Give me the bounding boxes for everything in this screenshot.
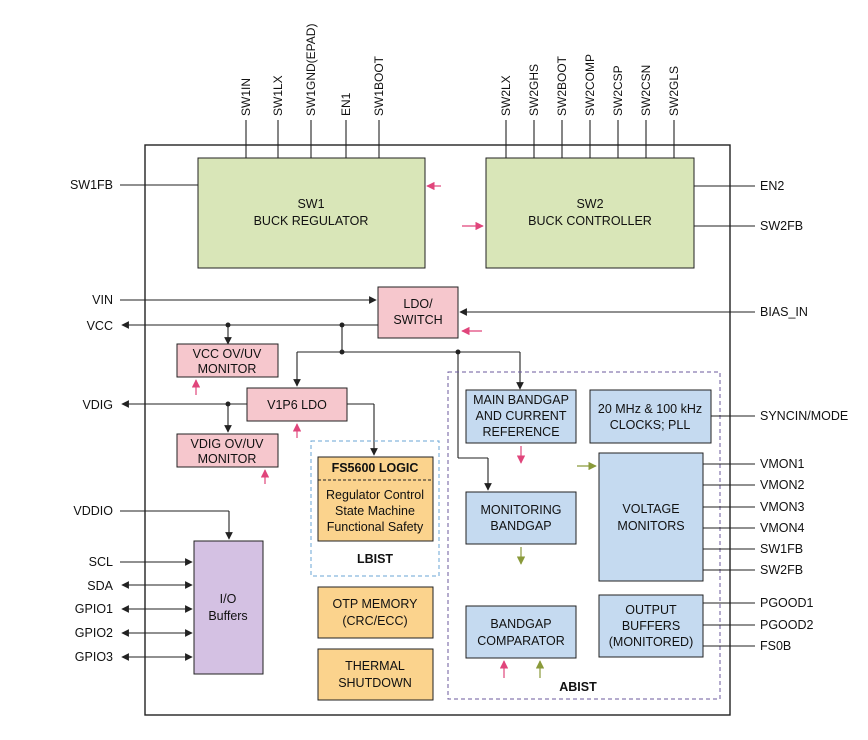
vcc-monitor-line1: VCC OV/UV [193, 347, 262, 361]
pin-sw2comp: SW2COMP [583, 54, 597, 116]
pin-sw1boot: SW1BOOT [372, 55, 386, 116]
pin-sw2ghs: SW2GHS [527, 64, 541, 116]
pin-syncin-mode: SYNCIN/MODE [760, 409, 848, 423]
pin-sw2fb-top: SW2FB [760, 219, 803, 233]
thermal-line2: SHUTDOWN [338, 676, 412, 690]
vdig-ov-uv-monitor: VDIG OV/UV MONITOR [176, 433, 279, 468]
output-buffers: OUTPUT BUFFERS (MONITORED) [598, 594, 704, 658]
main-bandgap-line1: MAIN BANDGAP [473, 393, 569, 407]
thermal-shutdown: THERMAL SHUTDOWN [317, 648, 434, 701]
output-buffers-line1: OUTPUT [625, 603, 677, 617]
pin-sw2fb-bottom: SW2FB [760, 563, 803, 577]
io-line1: I/O [220, 592, 237, 606]
v1p6-ldo: V1P6 LDO [246, 387, 348, 422]
sw1-title: SW1 [297, 197, 324, 211]
sw2-title: SW2 [576, 197, 603, 211]
vdig-monitor-line1: VDIG OV/UV [191, 437, 265, 451]
pin-vmon3: VMON3 [760, 500, 805, 514]
chip-outline [144, 144, 731, 716]
clocks-line1: 20 MHz & 100 kHz [598, 402, 702, 416]
vcc-ov-uv-monitor: VCC OV/UV MONITOR [176, 343, 279, 378]
logic-line1: Regulator Control [326, 488, 424, 502]
io-line2: Buffers [208, 609, 247, 623]
clocks-pll: 20 MHz & 100 kHz CLOCKS; PLL [589, 389, 712, 444]
ldo-switch: LDO/ SWITCH [377, 286, 459, 339]
sw1-subtitle: BUCK REGULATOR [254, 214, 369, 228]
otp-line1: OTP MEMORY [333, 597, 419, 611]
pin-vin: VIN [92, 293, 113, 307]
vdig-monitor-line2: MONITOR [198, 452, 257, 466]
abist-boundary [447, 371, 721, 700]
pin-fs0b: FS0B [760, 639, 791, 653]
main-bandgap-line2: AND CURRENT [476, 409, 567, 423]
pin-gpio3: GPIO3 [75, 650, 113, 664]
pin-vmon4: VMON4 [760, 521, 805, 535]
pin-sw1gnd: SW1GND(EPAD) [304, 24, 318, 116]
monitoring-bandgap-line2: BANDGAP [490, 519, 551, 533]
pin-en2: EN2 [760, 179, 784, 193]
pin-sda: SDA [87, 579, 113, 593]
output-buffers-line2: BUFFERS [622, 619, 680, 633]
pin-sw2csp: SW2CSP [611, 65, 625, 116]
sw1-top-pins: SW1IN SW1LX SW1GND(EPAD) EN1 SW1BOOT [239, 24, 386, 158]
otp-line2: (CRC/ECC) [342, 614, 407, 628]
pin-vmon1: VMON1 [760, 457, 805, 471]
lbist-label: LBIST [357, 552, 393, 566]
main-bandgap-line3: REFERENCE [482, 425, 559, 439]
pin-sw2lx: SW2LX [499, 75, 513, 116]
sw1-buck-regulator: SW1 BUCK REGULATOR [197, 157, 426, 269]
thermal-line1: THERMAL [345, 659, 405, 673]
voltage-monitors-line2: MONITORS [617, 519, 684, 533]
vcc-monitor-line2: MONITOR [198, 362, 257, 376]
pin-sw1fb-right: SW1FB [760, 542, 803, 556]
pin-bias-in: BIAS_IN [760, 305, 808, 319]
pin-sw2csn: SW2CSN [639, 65, 653, 116]
monitoring-bandgap: MONITORING BANDGAP [465, 491, 577, 545]
pin-gpio1: GPIO1 [75, 602, 113, 616]
pin-pgood2: PGOOD2 [760, 618, 814, 632]
sw2-subtitle: BUCK CONTROLLER [528, 214, 652, 228]
logic-line3: Functional Safety [327, 520, 424, 534]
logic-line2: State Machine [335, 504, 415, 518]
sw2-buck-controller: SW2 BUCK CONTROLLER [485, 157, 695, 269]
logic-title: FS5600 LOGIC [332, 461, 419, 475]
ldo-switch-line2: SWITCH [393, 313, 442, 327]
abist-label: ABIST [559, 680, 597, 694]
pin-vddio: VDDIO [73, 504, 113, 518]
pin-vmon2: VMON2 [760, 478, 805, 492]
pin-sw2boot: SW2BOOT [555, 55, 569, 116]
clocks-line2: CLOCKS; PLL [610, 418, 691, 432]
ldo-switch-line1: LDO/ [403, 297, 433, 311]
v1p6-ldo-label: V1P6 LDO [267, 398, 327, 412]
sw2-top-pins: SW2LX SW2GHS SW2BOOT SW2COMP SW2CSP SW2C… [499, 54, 681, 158]
main-bandgap: MAIN BANDGAP AND CURRENT REFERENCE [465, 389, 577, 444]
pin-sw1fb-left: SW1FB [70, 178, 113, 192]
pin-sw2gls: SW2GLS [667, 66, 681, 116]
pin-en1: EN1 [339, 92, 353, 116]
output-buffers-line3: (MONITORED) [609, 635, 694, 649]
pin-vcc: VCC [87, 319, 113, 333]
pin-pgood1: PGOOD1 [760, 596, 814, 610]
bandgap-comparator: BANDGAP COMPARATOR [465, 605, 577, 659]
pin-gpio2: GPIO2 [75, 626, 113, 640]
otp-memory: OTP MEMORY (CRC/ECC) [317, 586, 434, 639]
pin-sw1lx: SW1LX [271, 75, 285, 116]
voltage-monitors-line1: VOLTAGE [622, 502, 679, 516]
pin-scl: SCL [89, 555, 113, 569]
monitoring-bandgap-line1: MONITORING [480, 503, 561, 517]
pin-sw1in: SW1IN [239, 78, 253, 116]
voltage-monitors: VOLTAGE MONITORS [598, 452, 704, 582]
bandgap-comparator-line2: COMPARATOR [477, 634, 565, 648]
lbist-boundary [310, 440, 440, 577]
bandgap-comparator-line1: BANDGAP [490, 617, 551, 631]
fs5600-logic: FS5600 LOGIC Regulator Control State Mac… [317, 456, 434, 542]
pin-vdig: VDIG [82, 398, 113, 412]
io-buffers: I/O Buffers [193, 540, 264, 675]
